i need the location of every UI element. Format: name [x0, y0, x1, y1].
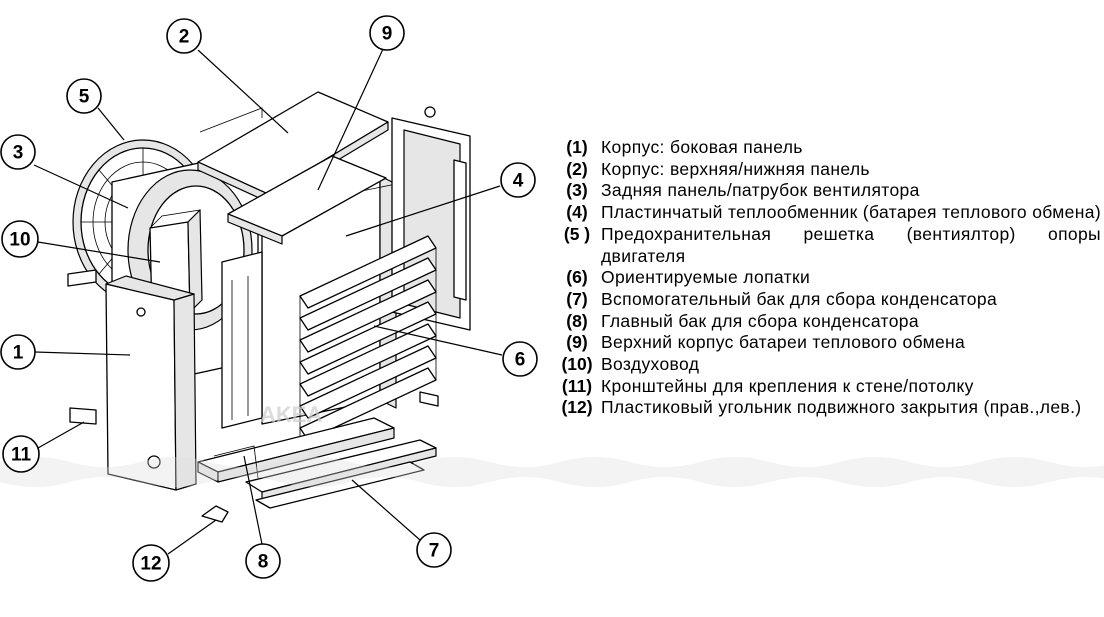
legend-number: (5 ): [563, 223, 591, 244]
legend-number: (8): [566, 310, 588, 331]
callout-10: 10: [1, 220, 39, 258]
side-panel-front-drawing: [105, 275, 197, 491]
callout-4-label: 4: [513, 171, 524, 192]
callout-12: 12: [132, 544, 170, 582]
legend-text: Корпус: верхняя/нижняя панель: [601, 158, 870, 179]
callout-11-label: 11: [11, 445, 32, 466]
legend-number: (4): [566, 202, 588, 223]
callout-4: 4: [500, 162, 536, 198]
leader-9: [317, 48, 384, 191]
legend-number: (1): [566, 137, 588, 157]
legend-item: (5 ) Предохранительная решетка (вентиялто…: [553, 224, 1101, 267]
legend-text: Задняя панель/патрубок вентилятора: [601, 180, 920, 201]
callout-1-label: 1: [13, 343, 24, 364]
legend-number: (11): [561, 375, 593, 396]
legend-number: (10): [561, 354, 593, 375]
leader-1: [34, 351, 131, 356]
legend-item: (11) Кронштейны для крепления к стене/пот…: [553, 376, 1101, 398]
legend-number: (7): [566, 288, 588, 309]
leader-3: [33, 164, 129, 209]
legend-item: (1) Корпус: боковая панель: [553, 137, 1101, 159]
leader-4: [345, 185, 501, 237]
leader-11: [37, 421, 85, 449]
legend-text: Вспомогательный бак для сбора конденсато…: [601, 288, 998, 309]
legend-item: (10) Воздуховод: [553, 354, 1101, 376]
callout-2-label: 2: [179, 27, 190, 48]
legend-text: Воздуховод: [601, 354, 700, 375]
aux-tray-drawing: [245, 439, 437, 509]
leader-7: [351, 479, 421, 541]
wall-bracket-drawing: [67, 269, 97, 425]
legend-text: Верхний корпус батареи теплового обмена: [601, 332, 966, 353]
callout-1: 1: [0, 334, 36, 370]
legend-item: (7) Вспомогательный бак для сбора конденс…: [553, 289, 1101, 311]
callout-12-label: 12: [140, 554, 161, 575]
callout-8-label: 8: [258, 552, 269, 573]
legend-text: Предохранительная решетка (вентиялтор) о…: [601, 223, 1101, 266]
legend-item: (9) Верхний корпус батареи теплового обме…: [553, 332, 1101, 354]
legend-text: Пластинчатый теплообменник (батарея тепл…: [601, 202, 1102, 223]
legend-text: Пластиковый угольник подвижного закрытия…: [601, 397, 1082, 418]
legend-text: Главный бак для сбора конденсатора: [601, 310, 919, 331]
callout-11: 11: [2, 435, 40, 473]
legend-text: Ориентируемые лопатки: [601, 267, 811, 288]
coil-upper-casing-drawing: [227, 155, 387, 245]
leader-8: [243, 455, 263, 545]
leader-12: [167, 519, 217, 555]
leader-10: [37, 241, 161, 263]
callout-5-label: 5: [79, 87, 90, 108]
legend-item: (8) Главный бак для сбора конденсатора: [553, 311, 1101, 333]
legend-number: (12): [561, 397, 593, 418]
callout-8: 8: [245, 543, 281, 579]
legend-number: (3): [566, 180, 588, 201]
leader-5: [97, 107, 125, 141]
callout-6-label: 6: [515, 350, 526, 371]
leader-lines: [33, 48, 503, 555]
callout-2: 2: [166, 18, 202, 54]
callout-3: 3: [0, 134, 36, 170]
callout-9: 9: [369, 15, 405, 51]
legend-text: Корпус: боковая панель: [601, 137, 803, 157]
legend-item: (6) Ориентируемые лопатки: [553, 267, 1101, 289]
callout-7: 7: [416, 532, 452, 568]
legend-item: (3) Задняя панель/патрубок вентилятора: [553, 180, 1101, 202]
legend-number: (6): [566, 267, 588, 288]
watermark: AKEA: [260, 402, 322, 427]
legend-item: (2) Корпус: верхняя/нижняя панель: [553, 159, 1101, 181]
plastic-corner-drawing: [201, 505, 229, 523]
legend-text: Кронштейны для крепления к стене/потолку: [601, 375, 974, 396]
callout-5: 5: [66, 78, 102, 114]
louvres-drawing: [299, 235, 437, 441]
wave-band: [0, 457, 1104, 487]
callout-7-label: 7: [429, 541, 440, 562]
legend-number: (9): [566, 332, 588, 353]
legend-number: (2): [566, 158, 588, 179]
leader-2: [197, 49, 289, 134]
callout-9-label: 9: [382, 24, 393, 45]
callout-6: 6: [502, 341, 538, 377]
legend-item: (4) Пластинчатый теплообменник (батарея т…: [553, 202, 1101, 224]
callout-3-label: 3: [13, 143, 24, 164]
parts-legend: (1) Корпус: боковая панель (2) Корпус: вер…: [553, 137, 1101, 419]
main-tray-drawing: [197, 417, 395, 483]
callout-10-label: 10: [9, 230, 30, 251]
legend-item: (12) Пластиковый угольник подвижного закр…: [553, 397, 1101, 419]
leader-6: [373, 325, 503, 356]
